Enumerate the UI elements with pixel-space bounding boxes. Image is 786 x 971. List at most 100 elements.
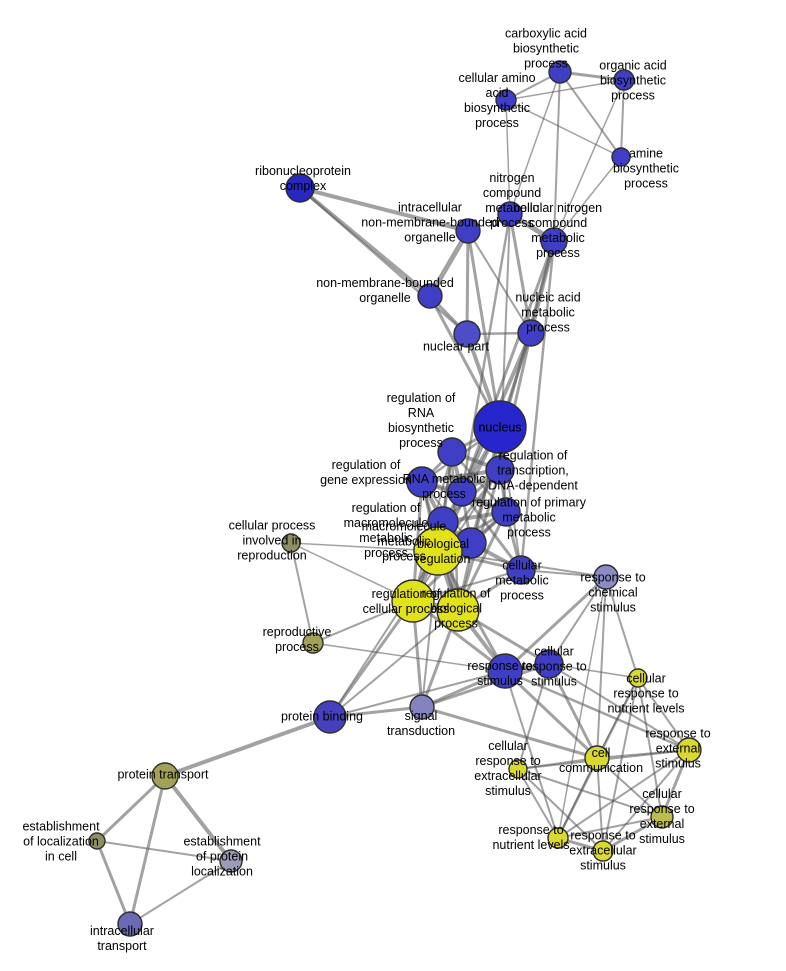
node-cellular-metabolic-process[interactable] bbox=[506, 555, 536, 585]
edge bbox=[605, 576, 639, 679]
edge bbox=[602, 677, 639, 852]
edge bbox=[553, 156, 622, 242]
edge bbox=[420, 662, 551, 709]
node-cellular-process-involved-in-reproduction[interactable] bbox=[281, 533, 301, 553]
edge bbox=[553, 71, 561, 242]
node-cellular-response-to-nutrient-levels[interactable] bbox=[628, 668, 648, 688]
edge bbox=[466, 229, 502, 429]
node-non-membrane-bounded-organelle[interactable] bbox=[417, 283, 443, 309]
edge bbox=[128, 774, 167, 926]
node-intracellular-non-membrane-bounded-organelle[interactable] bbox=[455, 218, 481, 244]
node-reproductive-process[interactable] bbox=[302, 632, 324, 654]
edge bbox=[95, 839, 132, 926]
node-protein-transport[interactable] bbox=[151, 762, 179, 790]
edge bbox=[637, 677, 690, 751]
edge bbox=[460, 490, 523, 572]
edge bbox=[467, 230, 532, 334]
edge bbox=[548, 663, 639, 679]
node-organic-acid-biosynthetic-process[interactable] bbox=[613, 69, 635, 91]
node-response-to-nutrient-levels[interactable] bbox=[547, 827, 569, 849]
node-regulation-of-gene-expression[interactable] bbox=[406, 466, 438, 498]
edge bbox=[557, 757, 598, 839]
node-response-to-chemical-stimulus[interactable] bbox=[593, 564, 619, 590]
edge bbox=[548, 576, 607, 665]
node-regulation-of-transcription-dna-dependent[interactable] bbox=[485, 455, 515, 485]
edge bbox=[465, 229, 470, 336]
node-rna-metabolic-process[interactable] bbox=[447, 477, 477, 507]
edge bbox=[505, 99, 622, 158]
edge bbox=[596, 576, 607, 759]
node-response-to-external-stimulus[interactable] bbox=[676, 737, 702, 763]
node-label-protein-transport: protein transport bbox=[117, 767, 209, 781]
edge bbox=[163, 715, 332, 778]
node-response-to-extracellular-stimulus[interactable] bbox=[592, 840, 614, 862]
node-nucleus[interactable] bbox=[473, 400, 527, 454]
edge bbox=[503, 669, 691, 752]
node-cellular-response-to-stimulus[interactable] bbox=[534, 649, 564, 679]
node-biological-regulation[interactable] bbox=[413, 526, 463, 576]
node-carboxylic-acid-biosynthetic-process[interactable] bbox=[548, 60, 572, 84]
node-establishment-of-protein-localization[interactable] bbox=[219, 849, 243, 873]
node-signal-transduction[interactable] bbox=[409, 694, 435, 720]
node-response-to-stimulus[interactable] bbox=[487, 653, 523, 689]
edge bbox=[517, 768, 559, 839]
edge bbox=[559, 71, 622, 158]
edge bbox=[163, 774, 233, 863]
edge bbox=[557, 816, 663, 839]
node-nuclear-part[interactable] bbox=[453, 320, 481, 348]
node-nucleic-acid-metabolic-process[interactable] bbox=[517, 319, 545, 347]
edge bbox=[460, 212, 512, 494]
edge bbox=[503, 575, 608, 673]
node-intracellular-transport[interactable] bbox=[117, 911, 143, 937]
node-label-protein-binding: protein binding bbox=[281, 709, 363, 723]
edge bbox=[329, 609, 459, 718]
node-nitrogen-compound-metabolic-process[interactable] bbox=[497, 201, 523, 227]
node-cellular-nitrogen-compound-metabolic-process[interactable] bbox=[540, 227, 568, 255]
node-establishment-of-localization-in-cell[interactable] bbox=[88, 832, 106, 850]
node-cell-communication[interactable] bbox=[584, 745, 610, 771]
node-ribonucleoprotein-complex[interactable] bbox=[285, 173, 315, 203]
edge bbox=[509, 71, 561, 215]
node-amine-biosynthetic-process[interactable] bbox=[611, 147, 631, 167]
edge bbox=[290, 542, 314, 644]
edge bbox=[96, 840, 232, 862]
edge bbox=[519, 239, 556, 572]
edge bbox=[420, 705, 599, 760]
edge bbox=[596, 757, 604, 852]
node-regulation-of-primary-metabolic-process[interactable] bbox=[491, 497, 521, 527]
node-cellular-response-to-external-stimulus[interactable] bbox=[650, 805, 674, 829]
node-cellular-response-to-extracellular-stimulus[interactable] bbox=[508, 759, 528, 779]
edge bbox=[298, 186, 469, 336]
node-cellular-amino-acid-biosynthetic-process[interactable] bbox=[495, 89, 517, 111]
node-regulation-of-biological-process[interactable] bbox=[436, 588, 480, 632]
edge bbox=[547, 662, 599, 760]
node-protein-binding[interactable] bbox=[313, 700, 347, 734]
node-regulation-of-cellular-process[interactable] bbox=[391, 579, 435, 623]
node-label-nuclear-part: nuclear part bbox=[423, 339, 490, 353]
node-regulation-of-rna-biosynthetic-process[interactable] bbox=[437, 437, 467, 467]
